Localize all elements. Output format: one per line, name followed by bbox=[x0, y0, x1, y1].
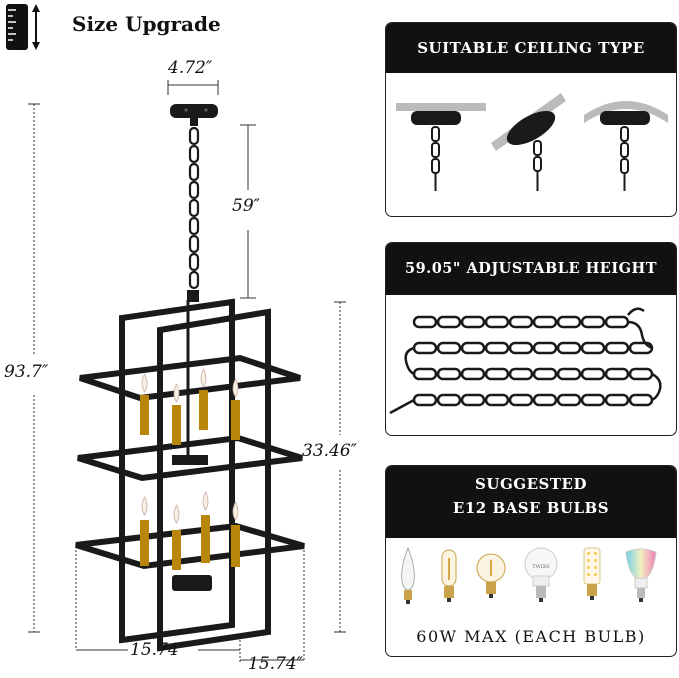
bulbs-title-line1: SUGGESTED bbox=[475, 475, 587, 493]
bulb-brand-label: TWIXS bbox=[532, 564, 550, 570]
depth-label: 15.74″ bbox=[248, 654, 304, 674]
bulb-types-illustration: TWIXS bbox=[401, 546, 657, 604]
suggested-bulbs-title: SUGGESTED E12 BASE BULBS bbox=[386, 466, 676, 538]
chain-length-label: 59″ bbox=[232, 196, 260, 216]
adjustable-height-panel: 59.05" ADJUSTABLE HEIGHT bbox=[385, 242, 677, 436]
overall-height-label: 93.7″ bbox=[4, 362, 49, 382]
body-height-label: 33.46″ bbox=[302, 441, 358, 461]
chandelier-illustration bbox=[28, 80, 346, 662]
page-title: Size Upgrade bbox=[72, 12, 221, 36]
ceiling-type-panel: SUITABLE CEILING TYPE bbox=[385, 22, 677, 217]
adjustable-height-title: 59.05" ADJUSTABLE HEIGHT bbox=[386, 243, 676, 295]
chain-illustration bbox=[389, 307, 662, 415]
suggested-bulbs-panel: SUGGESTED E12 BASE BULBS TWIXS 60 bbox=[385, 465, 677, 657]
width-label: 15.74″ bbox=[130, 640, 186, 660]
bulbs-title-line2: E12 BASE BULBS bbox=[452, 499, 610, 517]
canopy-width-label: 4.72″ bbox=[168, 58, 213, 78]
ceiling-types-illustration bbox=[396, 93, 668, 191]
max-wattage-label: 60W MAX (EACH BULB) bbox=[416, 627, 646, 646]
ruler-icon bbox=[4, 2, 48, 52]
ceiling-type-title: SUITABLE CEILING TYPE bbox=[386, 23, 676, 73]
